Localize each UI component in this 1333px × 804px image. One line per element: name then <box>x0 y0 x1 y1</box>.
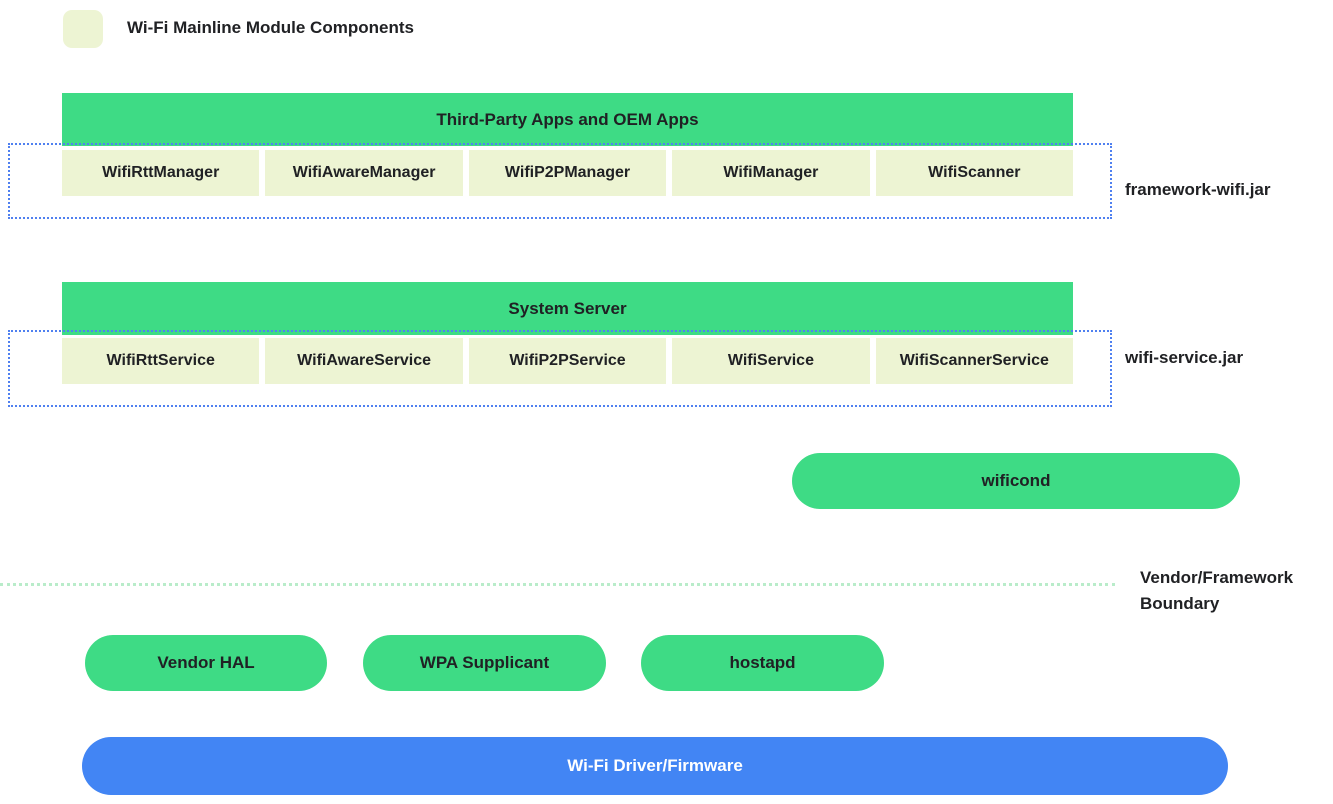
wifi-driver-firmware-label: Wi-Fi Driver/Firmware <box>567 756 743 775</box>
wifi-scanner-box: WifiScanner <box>875 150 1074 196</box>
wificond-pill: wificond <box>792 453 1240 509</box>
hostapd-pill: hostapd <box>641 635 884 691</box>
system-services-row: WifiRttService WifiAwareService WifiP2PS… <box>62 338 1074 384</box>
third-party-apps-label: Third-Party Apps and OEM Apps <box>436 109 699 129</box>
wifi-p2p-service-box: WifiP2PService <box>468 338 667 384</box>
wifi-scanner-service-box: WifiScannerService <box>875 338 1074 384</box>
wifi-manager-box: WifiManager <box>672 150 870 196</box>
wifi-rtt-manager-box: WifiRttManager <box>62 150 260 196</box>
third-party-apps-bar: Third-Party Apps and OEM Apps <box>62 93 1073 146</box>
vendor-hal-pill: Vendor HAL <box>85 635 327 691</box>
framework-wifi-jar-label: framework-wifi.jar <box>1125 180 1271 199</box>
system-server-bar: System Server <box>62 282 1073 335</box>
legend-label: Wi-Fi Mainline Module Components <box>127 18 414 37</box>
wifi-rtt-service-box: WifiRttService <box>62 338 260 384</box>
wifi-service-box: WifiService <box>672 338 870 384</box>
wifi-p2p-manager-box: WifiP2PManager <box>468 150 667 196</box>
vendor-framework-boundary-line <box>0 583 1115 586</box>
legend-swatch-icon <box>63 10 103 48</box>
system-server-label: System Server <box>508 298 627 318</box>
wpa-supplicant-pill: WPA Supplicant <box>363 635 606 691</box>
wifi-aware-service-box: WifiAwareService <box>265 338 463 384</box>
framework-managers-row: WifiRttManager WifiAwareManager WifiP2PM… <box>62 150 1074 196</box>
wifi-service-jar-label: wifi-service.jar <box>1125 348 1244 367</box>
wifi-aware-manager-box: WifiAwareManager <box>265 150 463 196</box>
wificond-label: wificond <box>981 471 1051 490</box>
vendor-framework-boundary-label: Vendor/Framework Boundary <box>1140 568 1294 613</box>
wifi-driver-firmware-bar: Wi-Fi Driver/Firmware <box>82 737 1228 795</box>
